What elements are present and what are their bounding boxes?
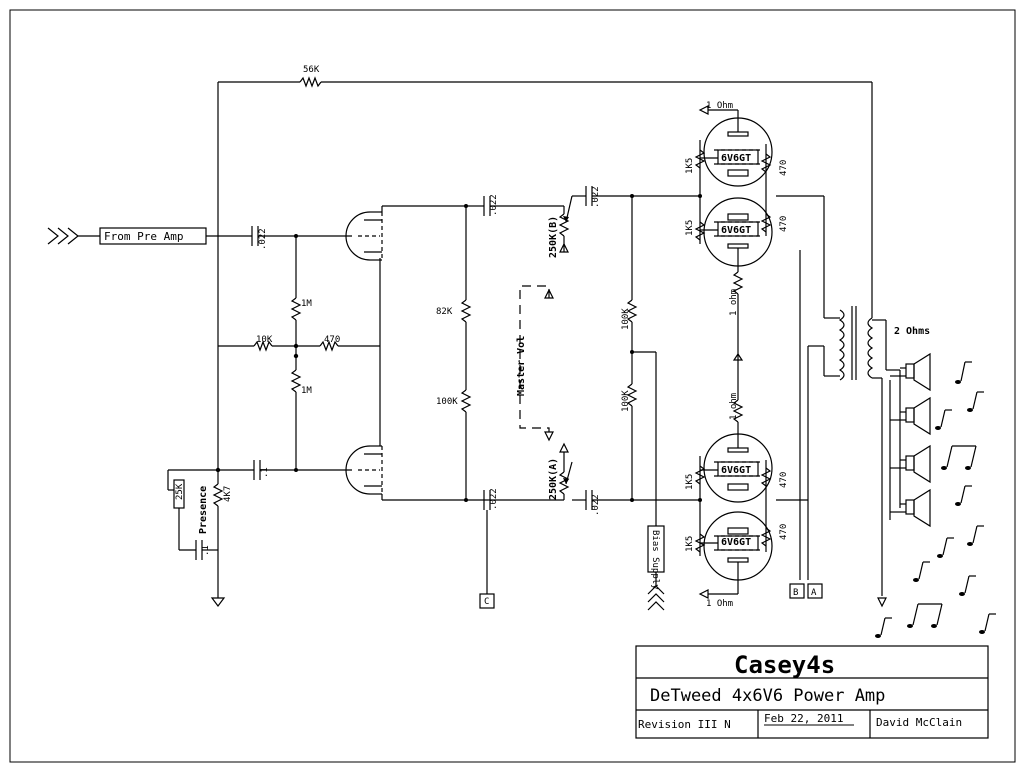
plate-resistor-100k (460, 389, 472, 413)
r-cath-top-label: 1 Ohm (706, 101, 733, 111)
pi-tube-top (345, 211, 383, 261)
r-screen-1-label: 1K5 (685, 158, 695, 174)
page-border (9, 9, 1016, 763)
ground-icon (210, 594, 226, 607)
r-grid-top-label: 1M (301, 299, 312, 309)
tube-4-label: 6V6GT (721, 537, 751, 548)
r-screen-2-label: 1K5 (685, 220, 695, 236)
bias-supply-label: Bias Supply (650, 530, 660, 590)
screen-resistor-1 (694, 149, 706, 169)
tail-resistor-10k (253, 340, 273, 352)
r-tail-10k-label: 10K (256, 335, 273, 345)
speaker-4-icon (905, 488, 931, 528)
r-cath-mid-top-label: 1 ohm (729, 289, 739, 316)
r-tail-470-label: 470 (324, 335, 340, 345)
tube-2-label: 6V6GT (721, 225, 751, 236)
bias-resistor-top (626, 299, 638, 323)
power-tube-1 (703, 117, 773, 187)
r-plate-100k-label: 100K (436, 397, 458, 407)
r-screen-3-label: 1K5 (685, 474, 695, 490)
grid-resistor-top (290, 297, 302, 321)
pot-b-label: 250K(B) (548, 216, 559, 258)
master-vol-label: Master Vol (516, 336, 527, 396)
ground-icon-output (877, 597, 887, 608)
speaker-2-icon (905, 396, 931, 436)
tube-1-label: 6V6GT (721, 153, 751, 164)
screen-resistor-2 (694, 221, 706, 241)
gang-arrow-down-icon (544, 431, 554, 442)
music-notes-icon (875, 361, 996, 638)
power-tube-2 (703, 197, 773, 272)
presence-resistor-label: 4K7 (223, 486, 233, 502)
node-b-label: B (793, 588, 798, 598)
node-a-box (807, 583, 823, 599)
ground-arrow-top-icon (698, 105, 709, 115)
resistor-470-group (760, 144, 772, 552)
grid-resistor-bottom (290, 369, 302, 393)
screen-resistor-3 (694, 465, 706, 485)
title-block (635, 645, 989, 739)
plate-resistor-82k (460, 299, 472, 323)
cap-out-bottom-label: .022 (591, 494, 601, 516)
ground-arrow-bottom-icon (698, 589, 709, 599)
tube-3-label: 6V6GT (721, 465, 751, 476)
presence-label: Presence (198, 486, 209, 534)
output-ohms-label: 2 Ohms (894, 326, 930, 337)
title-block-author: David McClain (876, 716, 962, 729)
output-transformer (838, 306, 874, 381)
master-vol-pot-a[interactable] (558, 442, 573, 500)
pot-a-label: 250K(A) (548, 458, 559, 500)
feedback-resistor (299, 76, 322, 88)
input-arrows-icon (47, 227, 79, 245)
fb-resistor-label: 56K (303, 65, 320, 75)
r-bias-top-label: 100K (621, 308, 631, 330)
node-a-label: A (811, 588, 817, 598)
ground-arrow-mid-icon (732, 352, 744, 361)
bias-resistor-bottom (626, 383, 638, 407)
r-cath-bottom-label: 1 Ohm (706, 599, 733, 609)
speaker-3-icon (905, 444, 931, 484)
title-block-title: DeTweed 4x6V6 Power Amp (650, 686, 885, 706)
cap-lower-grid-label: .1 (260, 467, 270, 478)
from-pre-amp-label: From Pre Amp (104, 230, 183, 243)
cap-out-top-label: .022 (591, 186, 601, 208)
speaker-1-icon (905, 352, 931, 392)
r-470-2-label: 470 (779, 216, 789, 232)
r-screen-4-label: 1K5 (685, 536, 695, 552)
r-bias-bottom-label: 100K (621, 390, 631, 412)
bias-input-arrows-icon (647, 585, 665, 611)
r-470-3-label: 470 (779, 472, 789, 488)
r-plate-82k-label: 82K (436, 307, 453, 317)
cap-pi-top-label: .022 (489, 194, 499, 216)
title-block-date: Feb 22, 2011 (764, 712, 843, 725)
presence-pot-label: 25K (175, 483, 185, 500)
input-cap-label: .022 (258, 228, 268, 250)
pi-tube-bottom (345, 445, 383, 495)
r-470-4-label: 470 (779, 524, 789, 540)
title-block-revision: Revision III N (638, 718, 731, 731)
r-cath-mid-bottom-label: 1 ohm (729, 393, 739, 420)
r-grid-bottom-label: 1M (301, 386, 312, 396)
cathode-resistor-mid-bottom (732, 399, 744, 423)
node-c-box (479, 593, 495, 609)
cap-pi-bottom-label: .022 (489, 488, 499, 510)
presence-resistor (212, 483, 224, 507)
cathode-resistor-mid-top (732, 271, 744, 295)
master-vol-gang-link (519, 285, 550, 432)
node-c-label: C (484, 597, 489, 607)
r-470-1-label: 470 (779, 160, 789, 176)
tail-resistor-470 (319, 340, 339, 352)
title-block-name: Casey4s (734, 651, 835, 679)
master-vol-pot-b[interactable] (558, 195, 573, 253)
node-b-box (789, 583, 805, 599)
